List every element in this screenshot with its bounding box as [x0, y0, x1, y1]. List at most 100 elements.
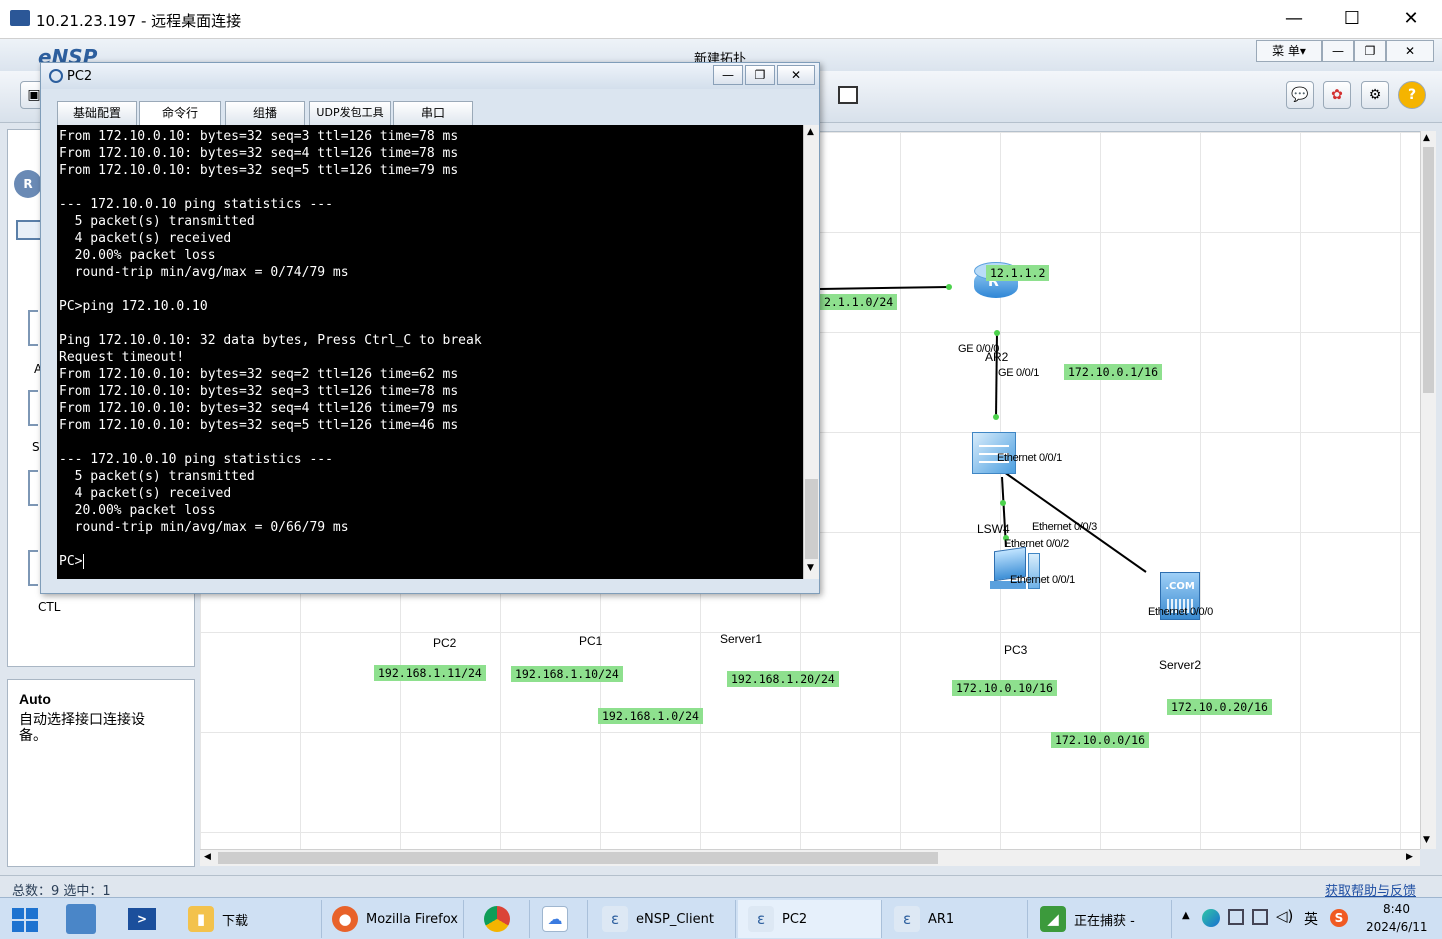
topology-links — [819, 284, 1147, 573]
ip-label-server2[interactable]: 172.10.0.20/16 — [1167, 699, 1272, 715]
help-feedback-link[interactable]: 获取帮助与反馈 — [1325, 884, 1417, 899]
ime-icon[interactable] — [1252, 909, 1268, 925]
tab-multicast[interactable]: 组播 — [225, 101, 305, 125]
device-icon-1[interactable] — [28, 310, 38, 346]
device-icon-2[interactable] — [28, 390, 38, 426]
screenshot-icon[interactable] — [838, 86, 858, 104]
terminal-line: --- 172.10.0.10 ping statistics --- — [59, 452, 333, 467]
ip-label-pc1[interactable]: 192.168.1.10/24 — [511, 666, 623, 682]
terminal-line — [59, 281, 803, 298]
device-icon-3[interactable] — [28, 470, 38, 506]
terminal-scrollbar[interactable]: ▲ ▼ — [803, 125, 819, 579]
terminal-scroll-thumb[interactable] — [805, 479, 818, 559]
device-name-server1: Server1 — [720, 632, 763, 646]
scroll-right-arrow-icon[interactable]: ▶ — [1406, 852, 1413, 862]
scroll-down-arrow-icon[interactable]: ▼ — [1423, 835, 1430, 845]
ensp-icon: ε — [602, 906, 628, 932]
pc2-titlebar[interactable]: PC2 — ❐ ✕ — [41, 63, 819, 89]
menu-button[interactable]: 菜 单▾ — [1256, 40, 1322, 62]
scroll-left-arrow-icon[interactable]: ◀ — [204, 852, 211, 862]
windows-start-icon[interactable] — [12, 908, 38, 932]
ensp-icon: ε — [894, 906, 920, 932]
close-button[interactable]: ✕ — [1403, 8, 1419, 29]
terminal-line: Request timeout! — [59, 350, 185, 365]
task-ensp-client[interactable]: ε eNSP_Client — [592, 900, 736, 938]
terminal-line: 5 packet(s) transmitted — [59, 469, 255, 484]
tab-basic-config[interactable]: 基础配置 — [57, 101, 137, 125]
ensp-minimize-button[interactable]: — — [1322, 40, 1354, 62]
net-label-lan1[interactable]: 192.168.1.0/24 — [598, 708, 703, 724]
sogou-icon[interactable]: S — [1330, 909, 1348, 927]
ip-label-ar2-lan[interactable]: 172.10.0.1/16 — [1064, 364, 1163, 380]
canvas-horizontal-scrollbar[interactable]: ◀ ▶ — [200, 849, 1420, 866]
task-baidu-netdisk[interactable]: ☁ — [532, 900, 588, 938]
task-wireshark[interactable]: ◢正在捕获 - — [1030, 900, 1172, 938]
chat-icon[interactable]: 💬 — [1286, 81, 1314, 109]
tray-expand-icon[interactable]: ▲ — [1182, 910, 1190, 921]
pc3-icon[interactable] — [990, 546, 1042, 595]
minimize-button[interactable]: — — [1285, 8, 1303, 29]
net-label-wan[interactable]: 2.1.1.0/24 — [820, 294, 898, 310]
port-dot — [1000, 500, 1006, 506]
tab-udp-tool[interactable]: UDP发包工具 — [309, 101, 391, 125]
terminal-line: PC>ping 172.10.0.10 — [59, 299, 208, 314]
port-ar2-ge000: GE 0/0/0 — [958, 343, 1000, 355]
ip-label-pc2[interactable]: 192.168.1.11/24 — [374, 665, 486, 681]
device-icon-4[interactable] — [28, 550, 38, 586]
pc2-maximize-button[interactable]: ❐ — [745, 65, 775, 85]
task-firefox[interactable]: ●Mozilla Firefox — [322, 900, 464, 938]
task-label: eNSP_Client — [636, 911, 714, 927]
server2-icon[interactable]: .COM — [1160, 572, 1200, 620]
tab-command-line[interactable]: 命令行 — [139, 101, 221, 125]
terminal-line: From 172.10.0.10: bytes=32 seq=5 ttl=126… — [59, 418, 459, 433]
link-ar2-wan — [819, 286, 950, 290]
settings-gear-icon[interactable]: ⚙ — [1361, 81, 1389, 109]
task-chrome[interactable] — [474, 900, 530, 938]
net-label-lan2[interactable]: 172.10.0.0/16 — [1051, 732, 1150, 748]
terminal-scroll-up-icon[interactable]: ▲ — [807, 127, 814, 137]
ime-language[interactable]: 英 — [1304, 912, 1318, 928]
clock-time[interactable]: 8:40 — [1383, 902, 1410, 916]
pc2-minimize-button[interactable]: — — [713, 65, 743, 85]
ensp-close-button[interactable]: ✕ — [1386, 40, 1434, 62]
vertical-scroll-thumb[interactable] — [1423, 147, 1434, 393]
terminal-line — [59, 536, 803, 553]
powershell-icon[interactable]: > — [128, 908, 156, 930]
terminal-line: From 172.10.0.10: bytes=32 seq=2 ttl=126… — [59, 367, 459, 382]
scroll-up-arrow-icon[interactable]: ▲ — [1423, 133, 1430, 143]
port-lsw4-e001: Ethernet 0/0/1 — [997, 452, 1062, 464]
pc2-close-button[interactable]: ✕ — [777, 65, 815, 85]
edge-icon[interactable] — [1202, 909, 1220, 927]
command-terminal[interactable]: From 172.10.0.10: bytes=32 seq=3 ttl=126… — [57, 125, 803, 579]
ip-label-server1[interactable]: 192.168.1.20/24 — [727, 671, 839, 687]
ensp-restore-button[interactable]: ❐ — [1354, 40, 1386, 62]
device-name-pc2: PC2 — [433, 636, 457, 650]
terminal-line: From 172.10.0.10: bytes=32 seq=4 ttl=126… — [59, 146, 459, 161]
status-counts: 总数：9 选中：1 — [12, 884, 111, 899]
ip-label-ar2[interactable]: 12.1.1.2 — [986, 265, 1050, 281]
volume-icon[interactable]: ◁) — [1276, 907, 1294, 925]
help-icon[interactable]: ? — [1398, 81, 1426, 109]
task-downloads[interactable]: ▮下载 — [178, 900, 322, 938]
network-icon[interactable] — [1228, 909, 1244, 925]
canvas-vertical-scrollbar[interactable]: ▲ ▼ — [1420, 131, 1436, 849]
port-dot — [994, 330, 1000, 336]
remote-desktop-titlebar: 10.21.23.197 - 远程桌面连接 — ☐ ✕ — [0, 0, 1442, 39]
tab-serial[interactable]: 串口 — [393, 101, 473, 125]
file-server-icon[interactable] — [66, 904, 96, 934]
device-letter-s: S — [32, 440, 40, 454]
huawei-icon[interactable]: ✿ — [1323, 81, 1351, 109]
ip-label-pc3[interactable]: 172.10.0.10/16 — [952, 680, 1057, 696]
router-category-icon[interactable]: R — [14, 170, 42, 198]
horizontal-scroll-thumb[interactable] — [218, 852, 938, 864]
maximize-button[interactable]: ☐ — [1343, 8, 1361, 29]
clock-date[interactable]: 2024/6/11 — [1366, 920, 1428, 934]
ctl-label: CTL — [38, 600, 61, 614]
terminal-scroll-down-icon[interactable]: ▼ — [807, 563, 814, 573]
switch-lsw4-icon[interactable] — [972, 432, 1016, 474]
terminal-line: 5 packet(s) transmitted — [59, 214, 255, 229]
pc-category-icon[interactable] — [16, 220, 42, 240]
